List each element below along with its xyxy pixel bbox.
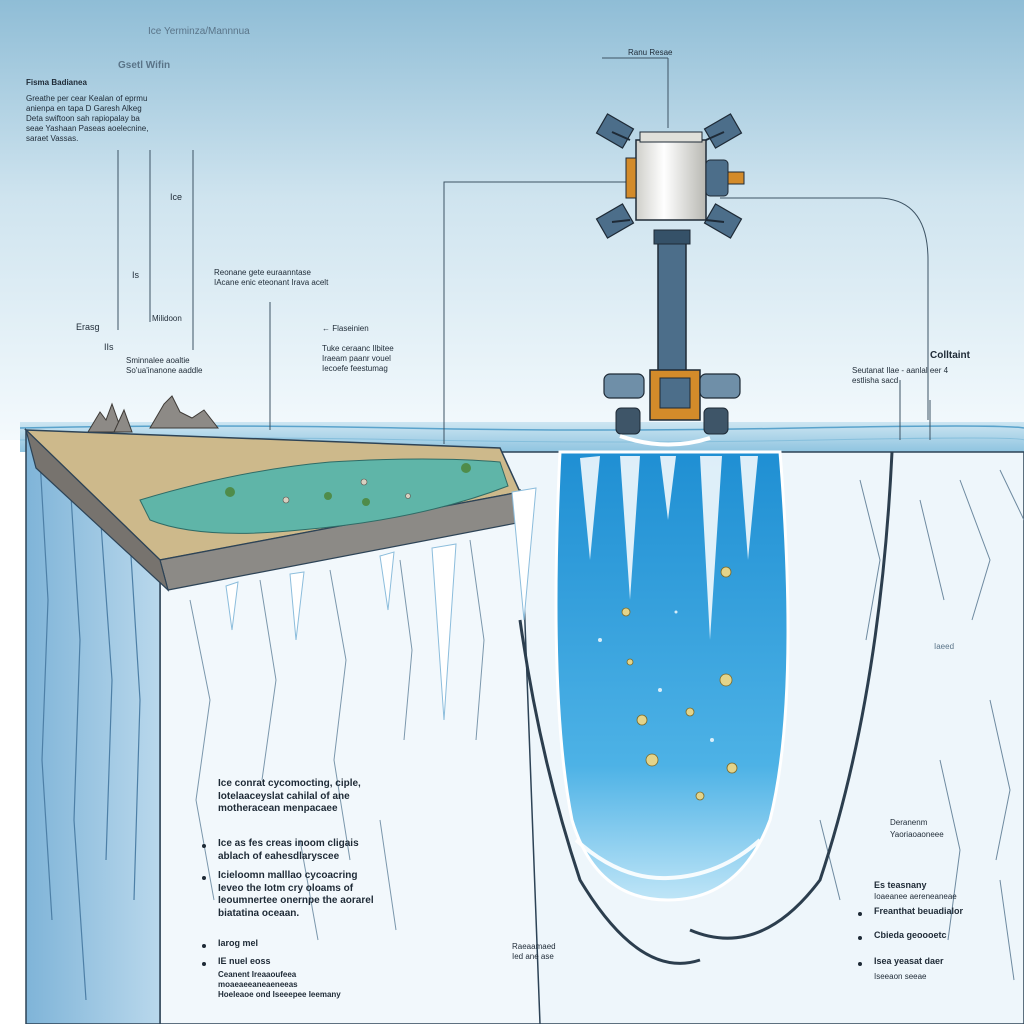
leader-lines [117, 57, 931, 444]
sky [0, 0, 1024, 440]
label-is: Is [132, 270, 140, 280]
header-subtitle: Gsetl Wifin [118, 60, 171, 71]
label-erasg: Erasg [76, 322, 100, 332]
water-shaft [554, 450, 790, 902]
label-iaeed: Iaeed [934, 642, 955, 651]
bullet-dot [858, 936, 862, 940]
callout-body: Seutanat Ilae - aanlal eer 4 estlisha sa… [852, 366, 949, 385]
bullet-dot [858, 962, 862, 966]
bullet-dot [202, 962, 206, 966]
icicles [225, 487, 537, 721]
label-ice: Ice [170, 192, 183, 202]
bottom-left-foot-lines: Ceanent Ireaaoufeea moaeaeeaneaeneeas Ho… [218, 970, 341, 999]
bullet-dot [202, 844, 206, 848]
top-right-label: Ranu Resae [628, 48, 673, 57]
left-arrow-icon: ← [322, 324, 333, 333]
label-arrow: ← Flaseinien [322, 324, 369, 334]
bottom-right-bullet-2: Cbieda geoooetc [874, 930, 947, 940]
bottom-left-intro: Ice conrat cycomocting, ciple, Iotelaace… [218, 778, 361, 814]
label-tuke: Tuke ceraanc Ilbitee Iraeam paanr vouel … [322, 344, 394, 373]
header-title: Ice Yerminza/Mannnua [148, 26, 250, 37]
bullet-dot [202, 876, 206, 880]
label-yaoria: Yaoriaoaoneee [890, 830, 944, 839]
label-iis: IIs [104, 342, 114, 352]
bottom-right-head: Es teasnany [874, 880, 927, 890]
bottom-right-head-sub: Ioaeanee aereneaneae [874, 892, 957, 901]
left-panel-heading: Fisma Badianea [26, 78, 87, 87]
bullet-dot [858, 912, 862, 916]
bottom-right-bullet-3: Isea yeasat daer [874, 956, 944, 966]
bubbles [621, 566, 738, 801]
label-deranenm: Deranenm [890, 818, 928, 827]
left-panel-body: Greathe per cear Kealan of eprmu anienpa… [26, 94, 149, 143]
bottom-center-label: Raeaamaed Ied ane ase [512, 942, 556, 961]
land-slab [24, 428, 523, 592]
callout-title: Colltaint [930, 350, 970, 361]
label-arrow-text: Flaseinien [332, 324, 369, 333]
bullet-dot [202, 944, 206, 948]
bottom-left-bullet-1: Ice as fes creas inoom cligais ablach of… [218, 838, 359, 862]
bottom-left-bullet-2: Icieloomn malllao cycoacring Ieveo the I… [218, 870, 374, 919]
bottom-right-foot: Iseeaon seeae [874, 972, 927, 981]
label-milidoon: Milidoon [152, 314, 182, 323]
bottom-right-bullet-1: Freanthat beuadialor [874, 906, 964, 916]
drilling-rig [595, 113, 745, 447]
label-sminnalee: Sminnalee aoaltie So'ua'inanone aaddle [126, 356, 203, 375]
bottom-left-foot-bullet-2: IE nuel eoss [218, 956, 271, 966]
distant-rocks [87, 395, 220, 433]
label-reonane: Reonane gete euraanntase IAcane enic ete… [214, 268, 329, 287]
bottom-left-foot-bullet-1: Iarog mel [218, 938, 259, 948]
cables [518, 451, 894, 965]
